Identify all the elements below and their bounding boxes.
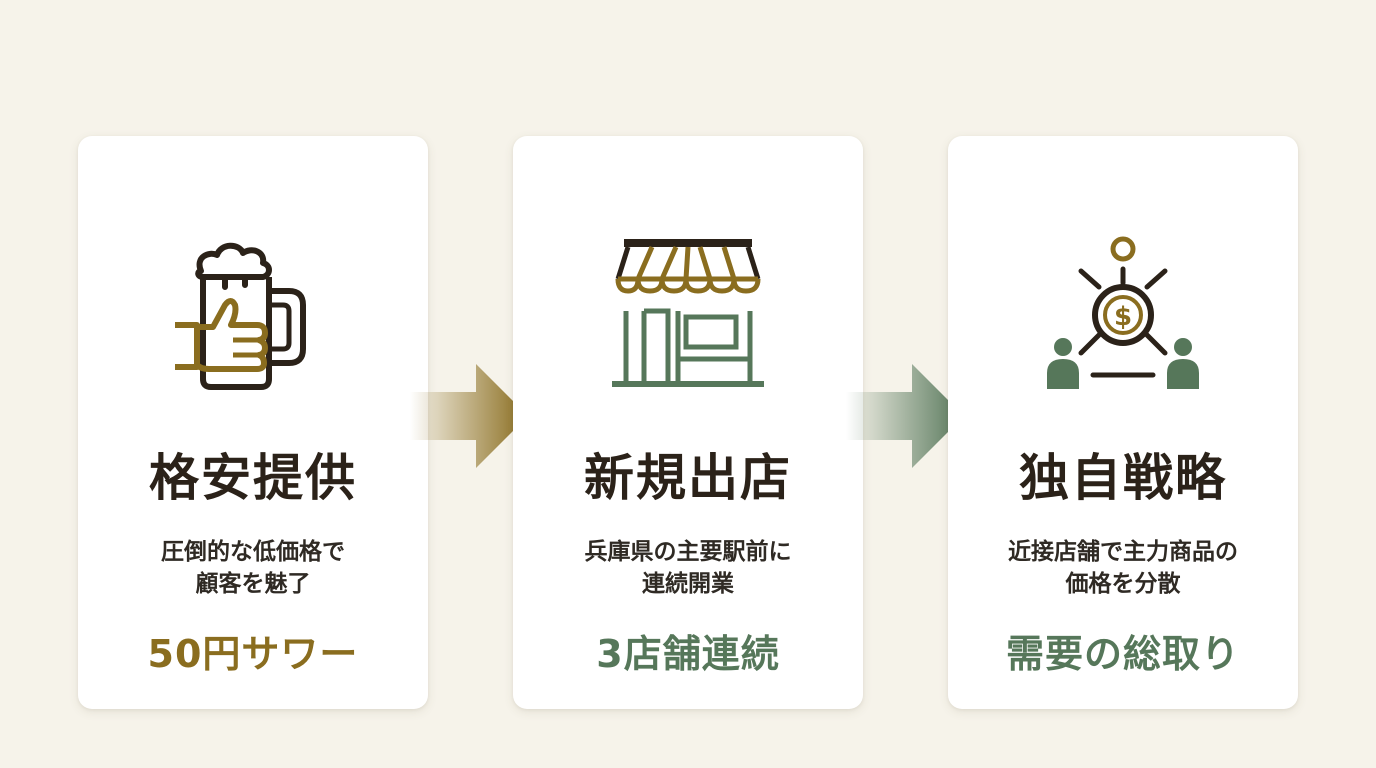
card-highlight: 需要の総取り xyxy=(1005,632,1240,676)
card-description-line: 顧客を魅了 xyxy=(195,571,311,597)
beer-mug-thumbs-up-icon xyxy=(175,242,306,390)
card-description-line: 兵庫県の主要駅前に xyxy=(584,539,792,565)
arrow-right-icon xyxy=(846,364,964,468)
dollar-hub-people-icon: $ xyxy=(1047,236,1199,389)
card-description: 近接店舗で主力商品の 価格を分散 xyxy=(968,536,1278,600)
card-title: 新規出店 xyxy=(584,448,792,507)
card-low-price: 格安提供 圧倒的な低価格で 顧客を魅了 50円サワー xyxy=(78,136,428,709)
card-description-line: 連続開業 xyxy=(642,571,734,597)
card-title: 独自戦略 xyxy=(1019,448,1227,507)
card-description-line: 近接店舗で主力商品の xyxy=(1008,539,1238,565)
arrow-right-icon xyxy=(410,364,528,468)
card-new-stores: 新規出店 兵庫県の主要駅前に 連続開業 3店舗連続 xyxy=(513,136,863,709)
card-highlight: 50円サワー xyxy=(147,632,359,676)
card-title: 格安提供 xyxy=(149,448,357,507)
card-description-line: 圧倒的な低価格で xyxy=(161,539,345,565)
card-description-line: 価格を分散 xyxy=(1065,571,1181,597)
card-highlight: 3店舗連続 xyxy=(596,632,780,676)
storefront-icon xyxy=(612,239,764,387)
svg-text:$: $ xyxy=(1114,302,1132,332)
card-description: 圧倒的な低価格で 顧客を魅了 xyxy=(98,536,408,600)
card-unique-strategy: $ 独自戦略 近接店舗で主力商品の 価格を分散 需要の総取り xyxy=(948,136,1298,709)
card-description: 兵庫県の主要駅前に 連続開業 xyxy=(533,536,843,600)
